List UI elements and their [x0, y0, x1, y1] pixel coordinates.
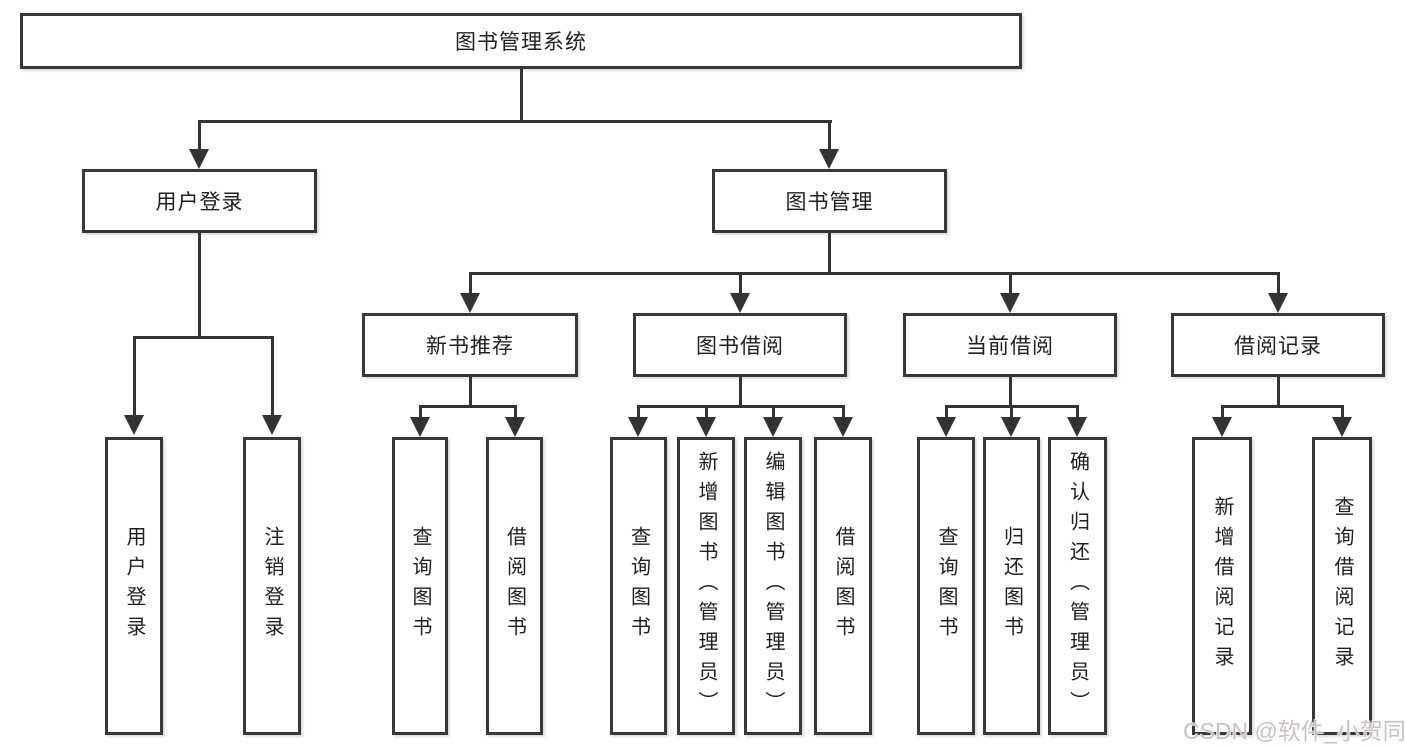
arrow-down-borrow-records	[1268, 293, 1288, 313]
node-current-borrow: 当前借阅	[903, 313, 1117, 377]
node-user-login-label: 用户登录	[155, 191, 244, 214]
connector-drop-leaf-logout	[271, 336, 274, 417]
node-new-book-recommend-label: 新书推荐	[426, 335, 514, 358]
arrow-down-b2	[696, 417, 716, 437]
arrow-down-leaf-login	[124, 415, 144, 435]
leaf-borrow-query-book: 查询图书	[610, 437, 667, 735]
connector-book-management-stem	[828, 233, 831, 272]
leaf-records-query-record: 查询借阅记录	[1312, 437, 1372, 735]
connector-drop-d1	[1221, 405, 1224, 419]
connector-drop-c3	[1076, 405, 1079, 419]
leaf-current-return-book-label: 归还图书	[1000, 526, 1023, 646]
connector-drop-b3	[772, 405, 775, 419]
leaf-current-return-book: 归还图书	[983, 437, 1040, 735]
leaf-records-add-record-label: 新增借阅记录	[1211, 496, 1233, 676]
node-book-borrow-label: 图书借阅	[696, 335, 784, 358]
leaf-records-add-record: 新增借阅记录	[1192, 437, 1252, 735]
arrow-down-b4	[833, 417, 853, 437]
arrow-down-leaf-logout	[262, 415, 282, 435]
connector-book-borrow-rail	[637, 405, 845, 408]
leaf-newbook-borrow-book: 借阅图书	[486, 437, 543, 735]
leaf-borrow-add-book-admin-label: 新增图书（管理员）	[695, 451, 717, 721]
arrow-down-b1	[628, 417, 648, 437]
leaf-newbook-query-book-label: 查询图书	[409, 526, 431, 646]
leaf-borrow-borrow-book: 借阅图书	[814, 437, 872, 735]
connector-drop-current-borrow	[1009, 272, 1012, 293]
connector-drop-user-login	[198, 120, 201, 150]
connector-book-borrow-stem	[739, 377, 742, 405]
leaf-borrow-edit-book-admin-label: 编辑图书（管理员）	[762, 451, 784, 721]
arrow-down-current-borrow	[1000, 293, 1020, 313]
arrow-down-d2	[1332, 417, 1352, 437]
leaf-user-login: 用户登录	[105, 437, 163, 735]
connector-drop-b2	[705, 405, 708, 419]
leaf-current-query-book-label: 查询图书	[935, 526, 957, 646]
connector-drop-b1	[637, 405, 640, 419]
arrow-down-c3	[1067, 417, 1087, 437]
connector-drop-a1	[419, 405, 422, 419]
connector-current-borrow-stem	[1009, 377, 1012, 405]
node-book-management-label: 图书管理	[785, 191, 874, 214]
leaf-borrow-add-book-admin: 新增图书（管理员）	[677, 437, 735, 735]
connector-borrow-records-rail	[1221, 405, 1344, 408]
node-current-borrow-label: 当前借阅	[966, 335, 1054, 358]
connector-level2-rail	[198, 120, 832, 123]
node-user-login: 用户登录	[82, 169, 317, 233]
leaf-logout: 注销登录	[243, 437, 301, 735]
leaf-logout-label: 注销登录	[261, 526, 283, 646]
connector-level3-rail	[469, 272, 1280, 275]
connector-drop-book-management	[828, 120, 831, 150]
arrow-down-c1	[936, 417, 956, 437]
connector-user-login-rail	[133, 336, 274, 339]
connector-drop-b4	[842, 405, 845, 419]
node-book-management: 图书管理	[712, 169, 947, 233]
connector-drop-a2	[514, 405, 517, 419]
connector-drop-borrow-records	[1277, 272, 1280, 293]
arrow-down-a1	[410, 417, 430, 437]
arrow-down-b3	[763, 417, 783, 437]
node-library-system: 图书管理系统	[20, 13, 1022, 69]
connector-borrow-records-stem	[1277, 377, 1280, 405]
arrow-down-book-borrow	[730, 293, 750, 313]
arrow-down-new-book	[460, 293, 480, 313]
arrow-down-a2	[505, 417, 525, 437]
node-book-borrow: 图书借阅	[633, 313, 847, 377]
connector-drop-new-book	[469, 272, 472, 293]
leaf-newbook-borrow-book-label: 借阅图书	[503, 526, 526, 646]
leaf-current-confirm-return-admin: 确认归还（管理员）	[1048, 437, 1107, 735]
leaf-user-login-label: 用户登录	[123, 526, 145, 646]
watermark-text: CSDN @软件_小贺同学	[1183, 718, 1405, 744]
connector-drop-d2	[1341, 405, 1344, 419]
connector-root-stem	[520, 69, 523, 120]
leaf-borrow-borrow-book-label: 借阅图书	[832, 526, 854, 646]
connector-drop-c2	[1010, 405, 1013, 419]
leaf-borrow-edit-book-admin: 编辑图书（管理员）	[744, 437, 802, 735]
arrow-down-book-management	[819, 149, 839, 169]
leaf-current-query-book: 查询图书	[917, 437, 975, 735]
leaf-records-query-record-label: 查询借阅记录	[1331, 496, 1353, 676]
arrow-down-user-login	[189, 149, 209, 169]
connector-drop-book-borrow	[739, 272, 742, 293]
arrow-down-c2	[1001, 417, 1021, 437]
node-borrow-records-label: 借阅记录	[1234, 335, 1322, 358]
connector-drop-c1	[945, 405, 948, 419]
leaf-current-confirm-return-admin-label: 确认归还（管理员）	[1066, 451, 1089, 721]
leaf-borrow-query-book-label: 查询图书	[627, 526, 650, 646]
arrow-down-d1	[1212, 417, 1232, 437]
connector-user-login-stem	[198, 233, 201, 336]
node-library-system-label: 图书管理系统	[455, 31, 587, 54]
connector-new-book-rail	[419, 405, 517, 408]
connector-new-book-stem	[469, 377, 472, 405]
node-borrow-records: 借阅记录	[1171, 313, 1385, 377]
connector-drop-leaf-login	[133, 336, 136, 417]
node-new-book-recommend: 新书推荐	[362, 313, 578, 377]
leaf-newbook-query-book: 查询图书	[392, 437, 448, 735]
